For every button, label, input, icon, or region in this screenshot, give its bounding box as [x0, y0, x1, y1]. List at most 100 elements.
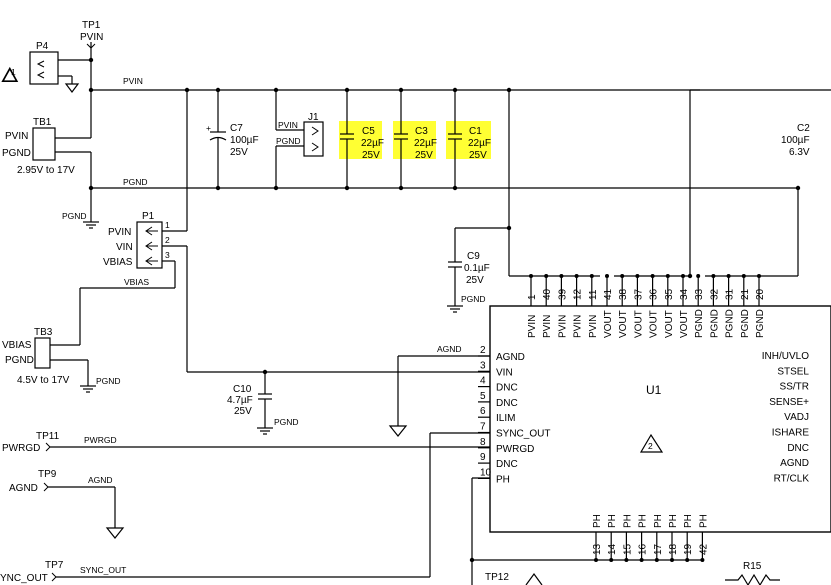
junction [529, 274, 533, 278]
c10-value: 4.7µF [227, 395, 253, 406]
u1-left-pin-number: 10 [480, 467, 492, 478]
u1-top-pin-name: PGND [709, 309, 720, 338]
c1-value: 22µF [468, 138, 491, 149]
u1-right-pin-name: SENSE+ [769, 397, 809, 408]
tp7-ref: TP7 [45, 560, 64, 571]
c3-value: 22µF [414, 138, 437, 149]
u1-bottom-pin-name: PH [683, 514, 694, 528]
p1-pin1: PVIN [108, 227, 131, 238]
u1-top-pin-number: 20 [755, 288, 766, 300]
net-label-pgnd-c10: PGND [274, 417, 299, 427]
u1-left-pin-number: 5 [480, 391, 486, 402]
p4-warning-number: 1 [11, 67, 16, 77]
c2-voltage: 6.3V [789, 147, 810, 158]
u1-bottom-pin-number: 19 [683, 543, 694, 555]
u1-top-pin-number: 37 [633, 288, 644, 300]
u1-top-pin-name: VOUT [649, 310, 660, 338]
u1-top-pin-name: PGND [755, 309, 766, 338]
u1-bottom-pin-number: 18 [668, 543, 679, 555]
u1-right-pin-name: AGND [780, 458, 809, 469]
p1-pin3: VBIAS [103, 257, 133, 268]
u1-top-pin-number: 32 [709, 288, 720, 300]
tp11-net: PWRGD [2, 443, 40, 454]
u1-left-pin-name: PH [496, 474, 510, 485]
u1-top-pin-name: VOUT [618, 310, 629, 338]
highlight-c1 [446, 121, 491, 159]
junction [635, 274, 640, 278]
u1-left-pin-number: 8 [480, 437, 486, 448]
tb3-pin1: VBIAS [2, 340, 32, 351]
highlight-c5 [339, 121, 382, 159]
net-label-pgnd-bus: PGND [123, 177, 148, 187]
junction [559, 274, 564, 278]
tb3-connector [34, 337, 51, 369]
net-label-agnd-bottom: AGND [88, 475, 113, 485]
u1-top-pin-name: PVIN [557, 315, 568, 338]
c10-voltage: 25V [234, 406, 252, 417]
j1-connector [303, 121, 324, 157]
c5-voltage: 25V [362, 150, 380, 161]
net-label-pgnd-tb3: PGND [96, 376, 121, 386]
junction [594, 558, 598, 562]
j1-pin1: PVIN [278, 120, 298, 130]
u1-top-pin-name: VOUT [679, 310, 690, 338]
u1-top-pin-name: PGND [740, 309, 751, 338]
tb3-ref: TB3 [34, 327, 53, 338]
tp9-net: AGND [9, 483, 38, 494]
junction [700, 558, 705, 562]
u1-top-pin-name: VOUT [664, 310, 675, 338]
u1-bottom-pin-name: PH [607, 514, 618, 528]
u1-top-pin-name: PVIN [573, 315, 584, 338]
tb1-pin1: PVIN [5, 131, 28, 142]
u1-top-pin-number: 40 [542, 288, 553, 300]
junction [574, 274, 579, 278]
p1-pin2: VIN [116, 242, 133, 253]
u1-left-pin-name: DNC [496, 383, 518, 394]
c9-ref: C9 [467, 251, 480, 262]
u1-left-pin-name: ILIM [496, 413, 515, 424]
c2-value: 100µF [781, 135, 810, 146]
u1-left-pin-number: 2 [480, 345, 486, 356]
junction [639, 558, 644, 562]
u1-left-pin-name: AGND [496, 352, 525, 363]
c10-ref: C10 [233, 384, 252, 395]
net-label-pwrgd: PWRGD [84, 435, 117, 445]
p1-num3: 3 [165, 250, 170, 260]
junction [726, 274, 731, 278]
junction [757, 274, 761, 278]
u1-right-pin-name: DNC [787, 443, 809, 454]
net-label-agnd: AGND [437, 344, 462, 354]
c3-voltage: 25V [415, 150, 433, 161]
p1-connector [136, 221, 163, 269]
u1-right-pin-name: STSEL [777, 366, 809, 377]
u1-bottom-pin-name: PH [653, 514, 664, 528]
tb1-pin2: PGND [2, 148, 31, 159]
u1-top-pin-number: 39 [557, 288, 568, 300]
r15-ref: R15 [743, 561, 762, 572]
u1-top-pin-number: 12 [573, 288, 584, 300]
u1-bottom-pin-name: PH [698, 514, 709, 528]
u1-bottom-pin-number: 42 [698, 543, 709, 555]
u1-left-pin-number: 9 [480, 452, 486, 463]
junction [696, 274, 701, 278]
u1-right-pin-name: INH/UVLO [762, 351, 809, 362]
junction [544, 274, 549, 278]
u1-left-pin-number: 3 [480, 360, 486, 371]
u1-left-pin-name: PWRGD [496, 444, 534, 455]
junction [589, 274, 594, 278]
net-label-sync-out: SYNC_OUT [80, 565, 126, 575]
c3-ref: C3 [415, 126, 428, 137]
u1-top-pin-number: 33 [694, 288, 705, 300]
j1-ref: J1 [308, 112, 319, 123]
u1-left-pin-number: 4 [480, 376, 486, 387]
u1-top-pin-number: 21 [740, 288, 751, 300]
junction [741, 274, 746, 278]
c9-voltage: 25V [466, 275, 484, 286]
junction [620, 274, 625, 278]
junction [665, 274, 670, 278]
u1-top-pin-name: VOUT [603, 310, 614, 338]
p1-num1: 1 [165, 220, 170, 230]
u1-top-pin-number: 36 [649, 288, 660, 300]
c1-voltage: 25V [469, 150, 487, 161]
